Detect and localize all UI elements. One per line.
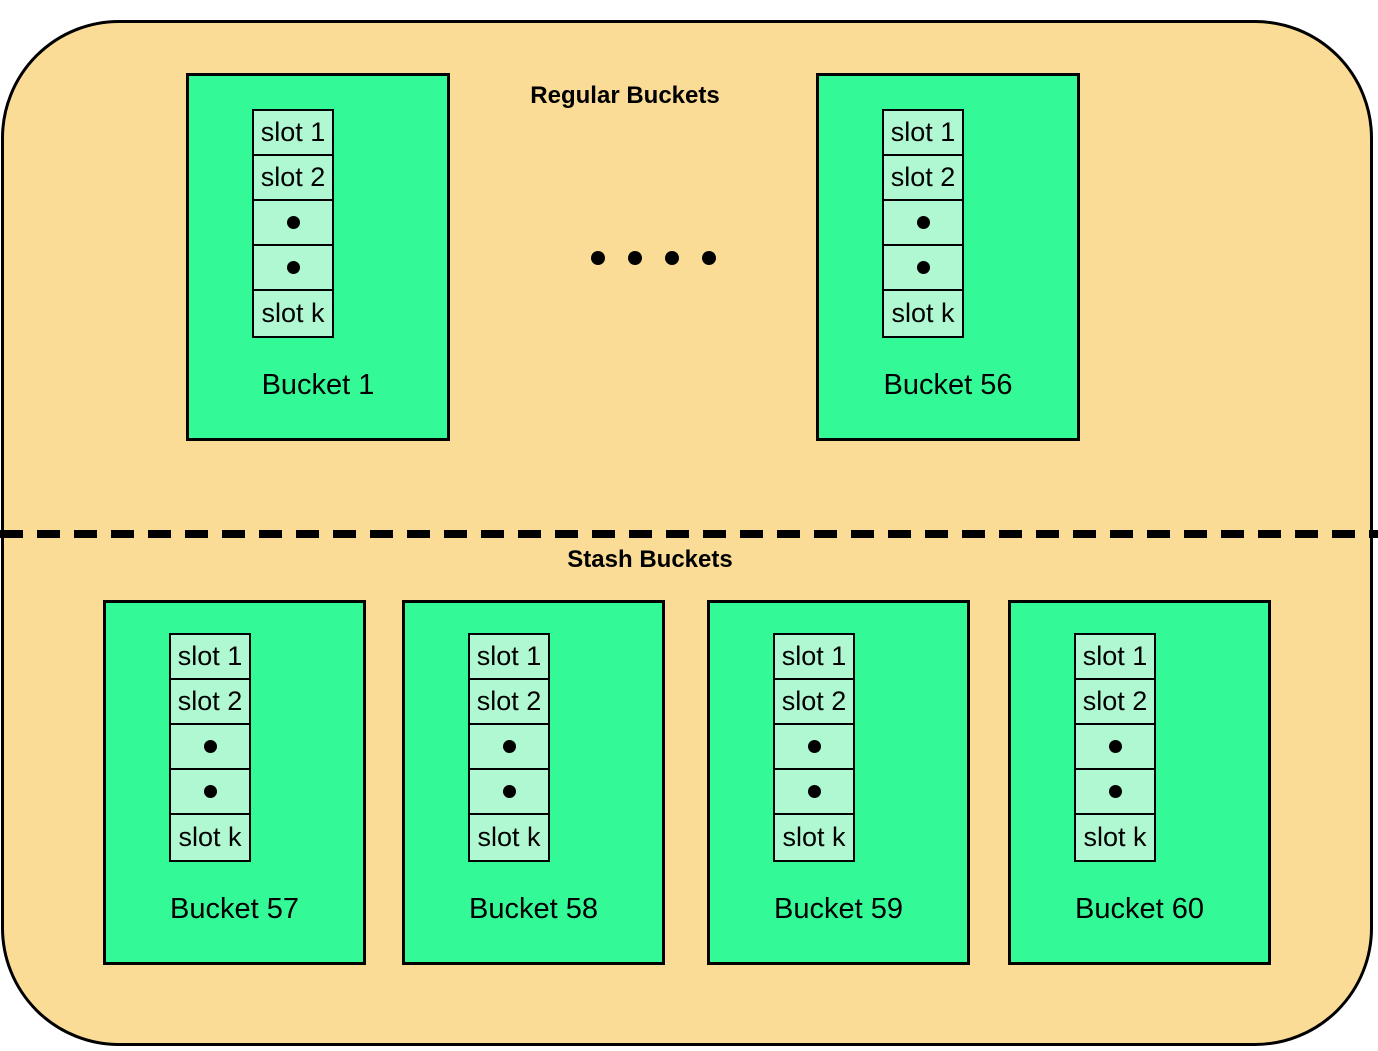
slot-cell <box>254 201 332 246</box>
ellipsis-dot-icon <box>628 251 642 265</box>
dot-icon <box>286 261 300 274</box>
slot-cell <box>171 725 249 770</box>
bucket-label: Bucket 1 <box>261 369 375 401</box>
dot-icon <box>286 216 300 229</box>
slot-label: slot 1 <box>177 641 243 671</box>
dot-icon <box>916 261 930 274</box>
ellipsis-dots <box>591 251 716 265</box>
bucket-58: slot 1 slot 2 slot k Bucket 58 <box>402 600 665 965</box>
slot-cell: slot k <box>775 815 853 860</box>
bucket-label: Bucket 56 <box>883 369 1013 401</box>
slot-cell <box>1076 770 1154 815</box>
slot-cell: slot 2 <box>884 156 962 201</box>
slot-cell: slot 1 <box>884 111 962 156</box>
ellipsis-dot-icon <box>665 251 679 265</box>
slot-label: slot 2 <box>260 162 326 192</box>
slot-cell: slot 2 <box>470 680 548 725</box>
slot-label: slot 1 <box>781 641 847 671</box>
dot-icon <box>502 740 516 753</box>
slot-cell <box>775 770 853 815</box>
slot-cell <box>775 725 853 770</box>
slot-cell: slot 2 <box>775 680 853 725</box>
bucket-label: Bucket 58 <box>469 893 598 925</box>
slot-cell <box>470 770 548 815</box>
slot-label: slot k <box>1083 822 1147 852</box>
slot-cell <box>1076 725 1154 770</box>
slot-cell: slot 1 <box>171 635 249 680</box>
slot-cell: slot 2 <box>254 156 332 201</box>
slot-cell: slot k <box>171 815 249 860</box>
dashed-divider-line <box>0 530 1378 538</box>
slot-cell: slot k <box>884 291 962 336</box>
bucket-label: Bucket 57 <box>170 893 299 925</box>
slot-cell: slot 1 <box>775 635 853 680</box>
slot-label: slot 1 <box>890 117 956 147</box>
slot-label: slot 2 <box>177 686 243 716</box>
slot-label: slot k <box>477 822 541 852</box>
dot-icon <box>1108 740 1122 753</box>
bucket-1: slot 1 slot 2 slot k Bucket 1 <box>186 73 450 441</box>
bucket-60: slot 1 slot 2 slot k Bucket 60 <box>1008 600 1271 965</box>
slot-cell: slot k <box>470 815 548 860</box>
slot-cell: slot k <box>1076 815 1154 860</box>
dot-icon <box>203 740 217 753</box>
slot-cell: slot k <box>254 291 332 336</box>
slot-table: slot 1 slot 2 slot k <box>468 633 550 862</box>
dot-icon <box>807 785 821 798</box>
bucket-label: Bucket 59 <box>774 893 903 925</box>
slot-label: slot 1 <box>260 117 326 147</box>
slot-cell <box>884 201 962 246</box>
slot-label: slot 2 <box>1082 686 1148 716</box>
slot-cell: slot 1 <box>254 111 332 156</box>
slot-cell <box>254 246 332 291</box>
slot-label: slot 2 <box>476 686 542 716</box>
bucket-label: Bucket 60 <box>1075 893 1204 925</box>
dot-icon <box>502 785 516 798</box>
dot-icon <box>916 216 930 229</box>
slot-cell <box>884 246 962 291</box>
slot-cell <box>470 725 548 770</box>
regular-buckets-title: Regular Buckets <box>530 82 720 109</box>
ellipsis-dot-icon <box>702 251 716 265</box>
slot-label: slot k <box>261 298 325 328</box>
slot-cell: slot 2 <box>171 680 249 725</box>
dot-icon <box>203 785 217 798</box>
slot-table: slot 1 slot 2 slot k <box>1074 633 1156 862</box>
ellipsis-dot-icon <box>591 251 605 265</box>
slot-table: slot 1 slot 2 slot k <box>773 633 855 862</box>
bucket-57: slot 1 slot 2 slot k Bucket 57 <box>103 600 366 965</box>
slot-cell: slot 1 <box>470 635 548 680</box>
slot-table: slot 1 slot 2 slot k <box>882 109 964 338</box>
slot-cell: slot 2 <box>1076 680 1154 725</box>
slot-table: slot 1 slot 2 slot k <box>252 109 334 338</box>
slot-label: slot k <box>891 298 955 328</box>
slot-table: slot 1 slot 2 slot k <box>169 633 251 862</box>
slot-cell <box>171 770 249 815</box>
slot-label: slot 2 <box>781 686 847 716</box>
bucket-59: slot 1 slot 2 slot k Bucket 59 <box>707 600 970 965</box>
slot-label: slot 1 <box>476 641 542 671</box>
slot-label: slot 2 <box>890 162 956 192</box>
dot-icon <box>807 740 821 753</box>
slot-label: slot k <box>782 822 846 852</box>
bucket-56: slot 1 slot 2 slot k Bucket 56 <box>816 73 1080 441</box>
stash-buckets-title: Stash Buckets <box>567 546 733 573</box>
slot-label: slot 1 <box>1082 641 1148 671</box>
slot-label: slot k <box>178 822 242 852</box>
slot-cell: slot 1 <box>1076 635 1154 680</box>
dot-icon <box>1108 785 1122 798</box>
